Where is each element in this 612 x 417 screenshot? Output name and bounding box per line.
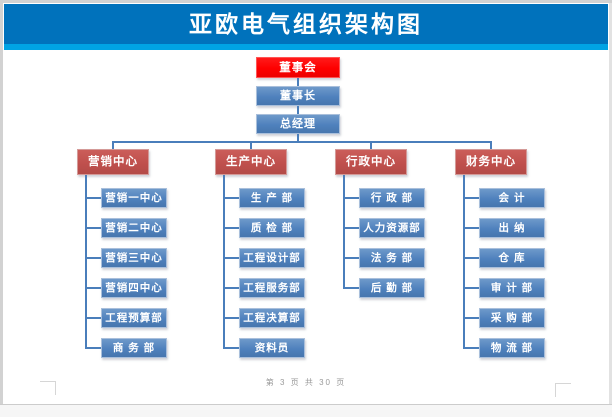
connector-line	[85, 175, 87, 349]
org-node-production-dept[interactable]: 生 产 部	[239, 188, 305, 208]
org-node-cashier[interactable]: 出 纳	[479, 218, 545, 238]
org-node-general-manager[interactable]: 总经理	[256, 114, 340, 134]
org-node-audit-dept[interactable]: 审 计 部	[479, 278, 545, 298]
connector-line	[250, 143, 252, 149]
page-number-footer: 第 3 页 共 30 页	[265, 378, 347, 387]
org-node-eng-service-dept[interactable]: 工程服务部	[239, 278, 305, 298]
connector-line	[343, 257, 359, 259]
connector-line	[85, 317, 101, 319]
connector-line	[223, 317, 239, 319]
org-node-archivist[interactable]: 资料员	[239, 338, 305, 358]
org-node-marketing-4[interactable]: 营销四中心	[101, 278, 167, 298]
page-right-edge	[609, 3, 612, 404]
connector-line	[343, 287, 359, 289]
org-node-logistics-support-dept[interactable]: 后 勤 部	[359, 278, 425, 298]
connector-line	[85, 257, 101, 259]
connector-line	[85, 287, 101, 289]
org-node-hr-dept[interactable]: 人力资源部	[359, 218, 425, 238]
org-node-warehouse[interactable]: 仓 库	[479, 248, 545, 268]
connector-line	[463, 197, 479, 199]
connector-line	[223, 197, 239, 199]
org-node-board[interactable]: 董事会	[256, 57, 340, 78]
org-node-marketing-center[interactable]: 营销中心	[77, 149, 149, 175]
connector-line	[343, 227, 359, 229]
org-node-marketing-1[interactable]: 营销一中心	[101, 188, 167, 208]
connector-line	[463, 317, 479, 319]
org-node-admin-center[interactable]: 行政中心	[335, 149, 407, 175]
connector-line	[85, 227, 101, 229]
page-bottom-edge	[0, 404, 612, 417]
org-node-legal-dept[interactable]: 法 务 部	[359, 248, 425, 268]
connector-line	[463, 227, 479, 229]
connector-line	[85, 347, 101, 349]
connector-line	[223, 287, 239, 289]
title-banner: 亚欧电气组织架构图	[4, 4, 608, 50]
connector-line	[297, 78, 299, 86]
connector-line	[223, 175, 225, 349]
banner-stripe	[4, 44, 608, 50]
org-node-qc-dept[interactable]: 质 检 部	[239, 218, 305, 238]
connector-line	[223, 347, 239, 349]
connector-line	[463, 287, 479, 289]
org-node-business-dept[interactable]: 商 务 部	[101, 338, 167, 358]
connector-line	[223, 227, 239, 229]
connector-line	[112, 143, 114, 149]
connector-line	[370, 143, 372, 149]
org-node-finance-center[interactable]: 财务中心	[455, 149, 527, 175]
org-node-marketing-2[interactable]: 营销二中心	[101, 218, 167, 238]
page-title: 亚欧电气组织架构图	[189, 11, 423, 37]
connector-line	[343, 197, 359, 199]
org-node-accounting[interactable]: 会 计	[479, 188, 545, 208]
org-node-eng-account-dept[interactable]: 工程决算部	[239, 308, 305, 328]
connector-line	[85, 197, 101, 199]
crop-mark-bottom-right	[555, 383, 571, 397]
org-node-budget-dept[interactable]: 工程预算部	[101, 308, 167, 328]
connector-line	[490, 143, 492, 149]
org-node-chairman[interactable]: 董事长	[256, 86, 340, 106]
connector-line	[463, 347, 479, 349]
org-node-marketing-3[interactable]: 营销三中心	[101, 248, 167, 268]
org-node-production-center[interactable]: 生产中心	[215, 149, 287, 175]
org-node-logistics-dept[interactable]: 物 流 部	[479, 338, 545, 358]
org-node-admin-dept[interactable]: 行 政 部	[359, 188, 425, 208]
connector-line	[297, 106, 299, 114]
org-node-purchase-dept[interactable]: 采 购 部	[479, 308, 545, 328]
connector-line	[343, 175, 345, 289]
org-node-eng-design-dept[interactable]: 工程设计部	[239, 248, 305, 268]
connector-line	[297, 134, 299, 141]
connector-line	[463, 175, 465, 349]
connector-line	[223, 257, 239, 259]
connector-line	[463, 257, 479, 259]
connector-line	[112, 141, 492, 143]
crop-mark-bottom-left	[40, 381, 56, 395]
